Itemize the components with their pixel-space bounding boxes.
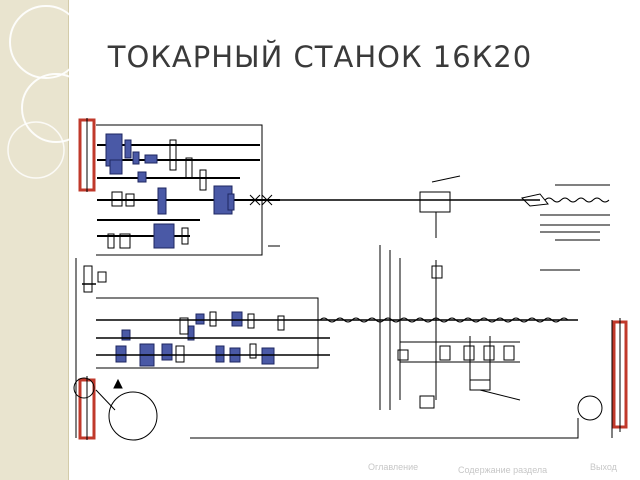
nav-contents-link[interactable]: Содержание раздела [458,465,548,475]
lead-screw [319,197,610,323]
pulley-right [612,318,628,432]
pulley-left [78,118,96,440]
gear-outlines [83,139,285,363]
carriage-apron [379,175,521,410]
headstock-shafts [97,144,280,237]
dimension-hatches [249,194,280,247]
frame-lines [75,124,613,439]
tailstock [521,184,610,271]
slide-sidebar-band [0,0,68,480]
nav-start-link[interactable]: Оглавление [368,462,419,472]
decorative-circles [7,5,91,179]
sidebar-divider [68,0,69,480]
feed-shafts [82,283,578,356]
nav-exit-link[interactable]: Выход [590,462,617,472]
motor-circles [73,377,603,441]
blue-gears [105,133,275,367]
slide-title: ТОКАРНЫЙ СТАНОК 16К20 [107,40,533,74]
